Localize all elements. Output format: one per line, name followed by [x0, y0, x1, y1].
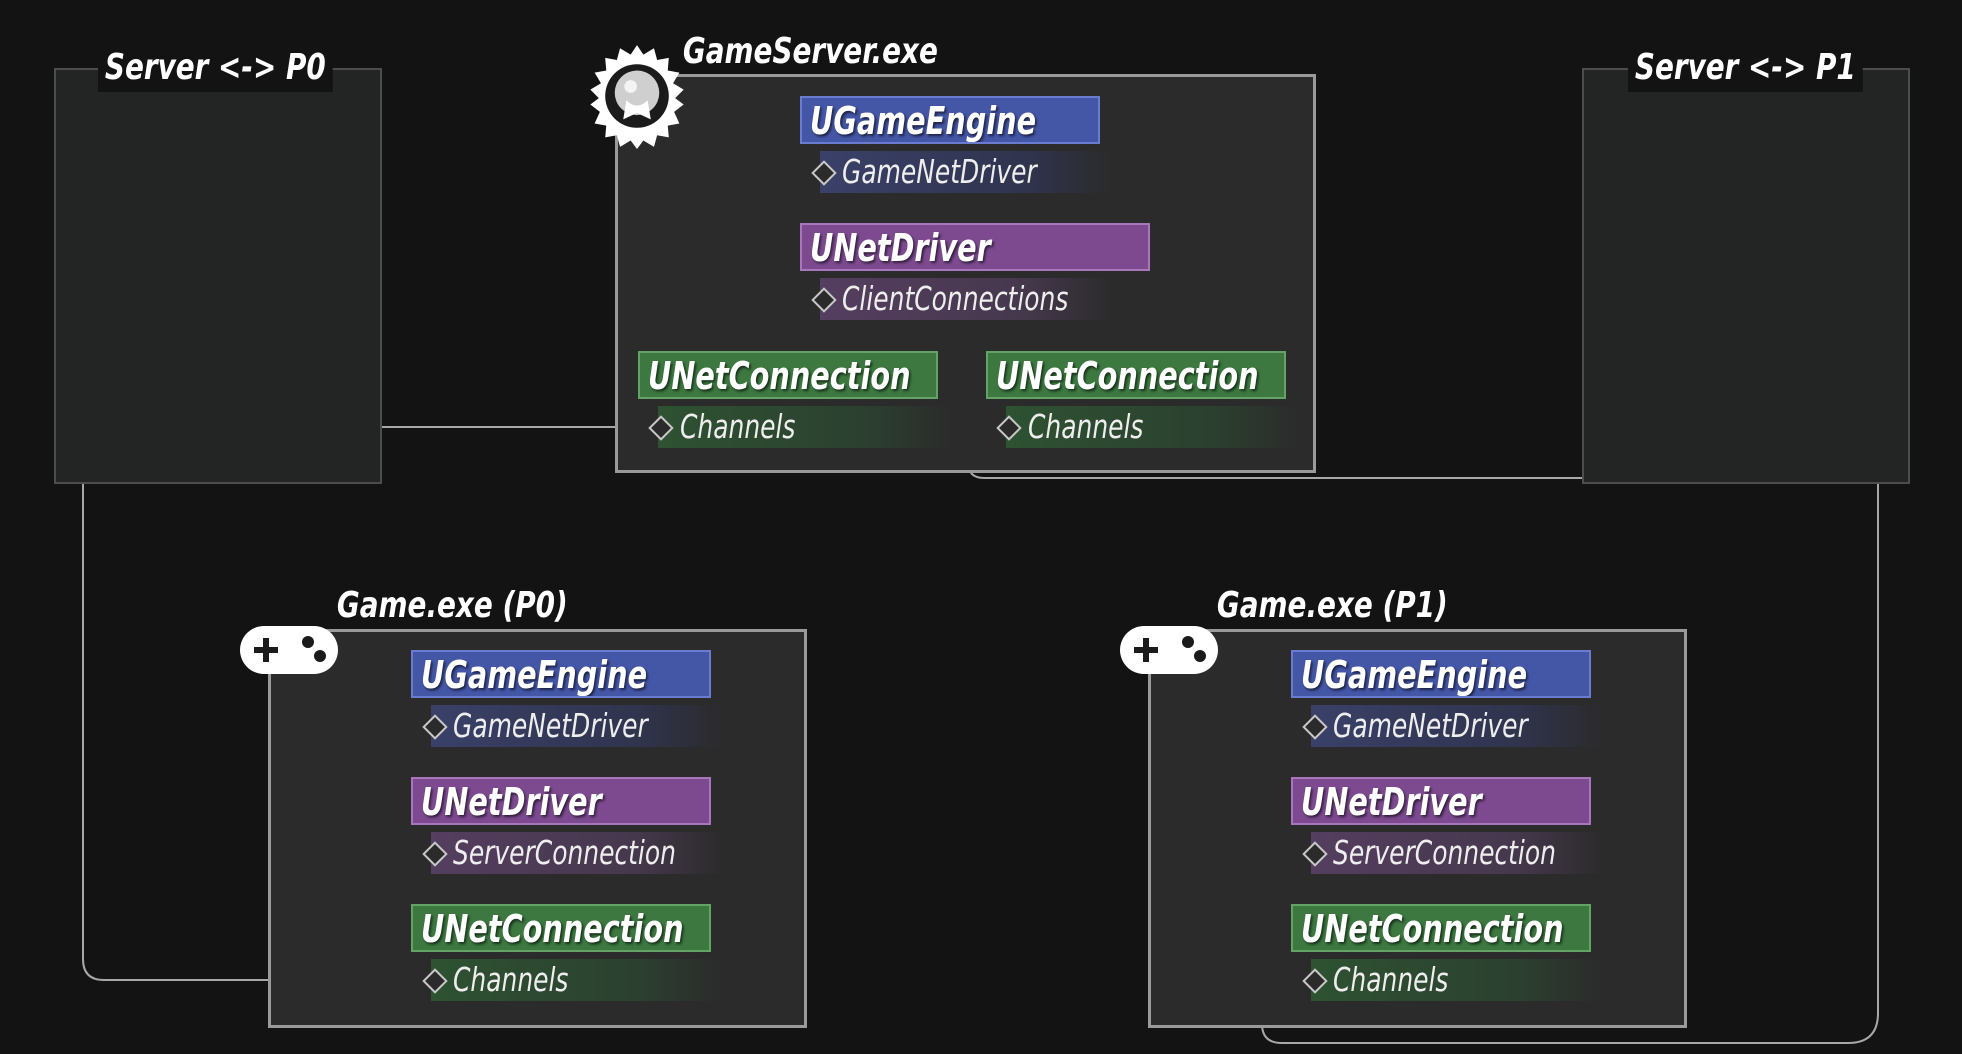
panel-server-p0 [54, 68, 382, 484]
client0-driver-prop: ServerConnection [431, 832, 723, 874]
client1-driver-prop: ServerConnection [1311, 832, 1603, 874]
server-driver-prop: ClientConnections [820, 278, 1112, 320]
client0-driver-class: UNetDriver [411, 777, 711, 825]
client1-engine-prop: GameNetDriver [1311, 705, 1603, 747]
panel-p0-label: Server <-> P0 [98, 44, 333, 92]
client1-engine-class: UGameEngine [1291, 650, 1591, 698]
client1-conn-prop: Channels [1311, 959, 1603, 1001]
server-engine-class: UGameEngine [800, 96, 1100, 144]
gamepad-icon [240, 626, 338, 674]
panel-p1-label: Server <-> P1 [1628, 44, 1863, 92]
server-engine-prop: GameNetDriver [820, 151, 1112, 193]
client1-driver-class: UNetDriver [1291, 777, 1591, 825]
client0-engine-prop: GameNetDriver [431, 705, 723, 747]
client0-engine-class: UGameEngine [411, 650, 711, 698]
panel-server-p1 [1582, 68, 1910, 484]
server-driver-class: UNetDriver [800, 223, 1150, 271]
server-conn-b-class: UNetConnection [986, 351, 1286, 399]
client1-conn-class: UNetConnection [1291, 904, 1591, 952]
gamepad-icon [1120, 626, 1218, 674]
server-conn-b-prop: Channels [1006, 406, 1298, 448]
server-conn-a-prop: Channels [658, 406, 950, 448]
client0-conn-class: UNetConnection [411, 904, 711, 952]
server-conn-a-class: UNetConnection [638, 351, 938, 399]
award-badge-icon [590, 45, 684, 149]
client0-conn-prop: Channels [431, 959, 723, 1001]
game-server-title: GameServer.exe [682, 31, 938, 72]
client0-title: Game.exe (P0) [336, 585, 568, 626]
client1-title: Game.exe (P1) [1216, 585, 1448, 626]
